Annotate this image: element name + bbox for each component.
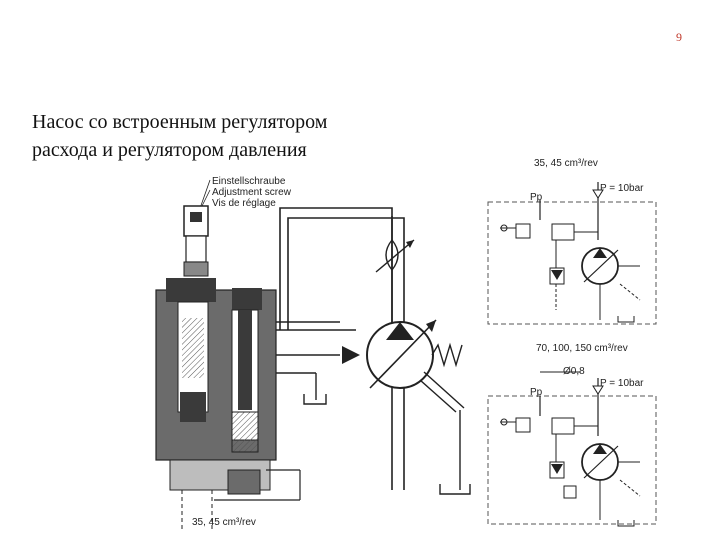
adjustable-throttle-icon (375, 239, 415, 273)
pressure-label-top: P = 10bar (600, 183, 644, 194)
adjust-label-de: Einstellschraube (212, 176, 286, 187)
title-line-1: Насос со встроенным регулятором (32, 111, 328, 133)
slide-title: Насос со встроенным регулятором расхода … (32, 108, 412, 164)
tank-icon (303, 373, 327, 405)
displacement-label-left: 35, 45 cm³/rev (192, 517, 256, 528)
pressure-label-bottom: P = 10bar (600, 378, 644, 389)
adjustment-screw-label: Einstellschraube Adjustment screw Vis de… (212, 176, 291, 209)
check-valve-icon (549, 267, 565, 285)
adjust-label-fr: Vis de réglage (212, 198, 276, 209)
motor-shaft-icon (342, 346, 360, 364)
port-label-top: Pp (530, 192, 543, 203)
schematic-box-top (487, 182, 657, 325)
title-line-2: расхода и регулятором давления (32, 139, 307, 161)
regulator-cross-section (155, 179, 356, 530)
displacement-label-right-top: 35, 45 cm³/rev (534, 158, 598, 169)
spring-icon (431, 342, 463, 368)
pump-schematic (279, 207, 471, 495)
port-label-bottom: Pp (530, 387, 543, 398)
displacement-label-right-bottom: 70, 100, 150 cm³/rev (536, 343, 628, 354)
page-number: 9 (676, 30, 682, 44)
adjustment-screw-icon (183, 205, 209, 277)
adjust-label-en: Adjustment screw (212, 187, 291, 198)
variable-pump-icon (366, 319, 437, 389)
schematic-box-bottom (487, 371, 657, 527)
